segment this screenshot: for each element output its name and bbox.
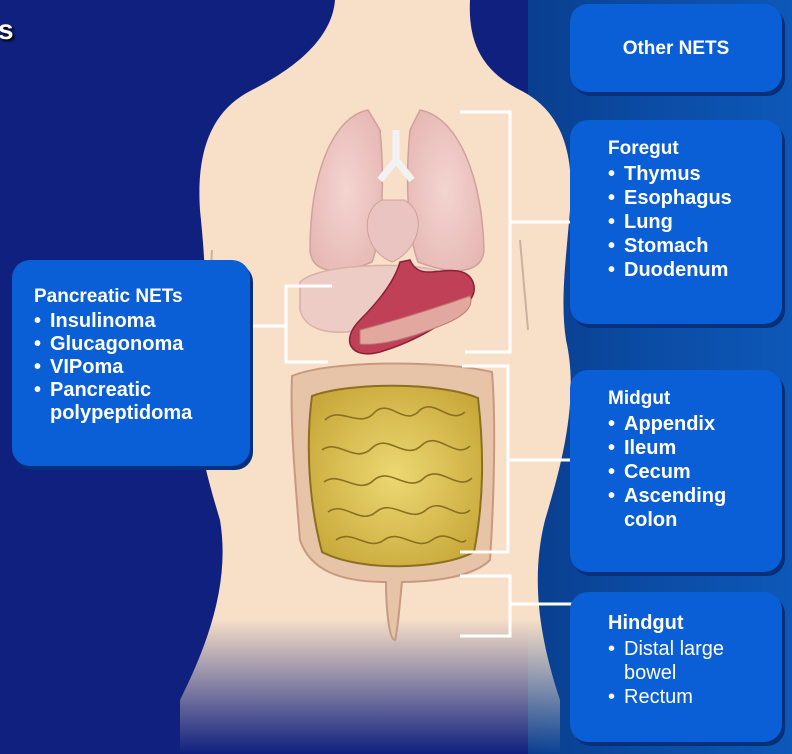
foregut-item: Stomach	[608, 234, 782, 258]
midgut-item: Cecum	[608, 460, 782, 484]
midgut-item: Ileum	[608, 436, 782, 460]
pancreatic-item: Insulinoma	[34, 310, 250, 333]
hindgut-heading: Hindgut	[608, 612, 782, 635]
foregut-box: Foregut Thymus Esophagus Lung Stomach Du…	[570, 120, 782, 324]
midgut-box: Midgut Appendix Ileum Cecum Ascending co…	[570, 370, 782, 572]
foregut-item: Lung	[608, 210, 782, 234]
midgut-list: Appendix Ileum Cecum Ascending colon	[608, 412, 782, 532]
foregut-item: Esophagus	[608, 186, 782, 210]
foregut-item: Duodenum	[608, 258, 782, 282]
foregut-heading: Foregut	[608, 138, 782, 160]
pancreatic-item: VIPoma	[34, 356, 250, 379]
other-nets-heading: Other NETS	[570, 38, 782, 60]
midgut-item: Ascending colon	[608, 484, 774, 532]
pancreatic-heading: Pancreatic NETs	[34, 286, 250, 308]
hindgut-box: Hindgut Distal large bowel Rectum	[570, 592, 782, 742]
midgut-heading: Midgut	[608, 388, 782, 410]
foregut-list: Thymus Esophagus Lung Stomach Duodenum	[608, 162, 782, 282]
foregut-item: Thymus	[608, 162, 782, 186]
pancreatic-list: Insulinoma Glucagonoma VIPoma Pancreatic…	[34, 310, 250, 425]
hindgut-item: Rectum	[608, 685, 782, 709]
hindgut-item: Distal large bowel	[608, 637, 764, 685]
pancreatic-nets-box: Pancreatic NETs Insulinoma Glucagonoma V…	[12, 260, 250, 466]
pancreatic-item: Pancreatic polypeptidoma	[34, 379, 250, 425]
hindgut-list: Distal large bowel Rectum	[608, 637, 782, 709]
other-nets-box: Other NETS	[570, 4, 782, 92]
pancreatic-item: Glucagonoma	[34, 333, 250, 356]
midgut-item: Appendix	[608, 412, 782, 436]
